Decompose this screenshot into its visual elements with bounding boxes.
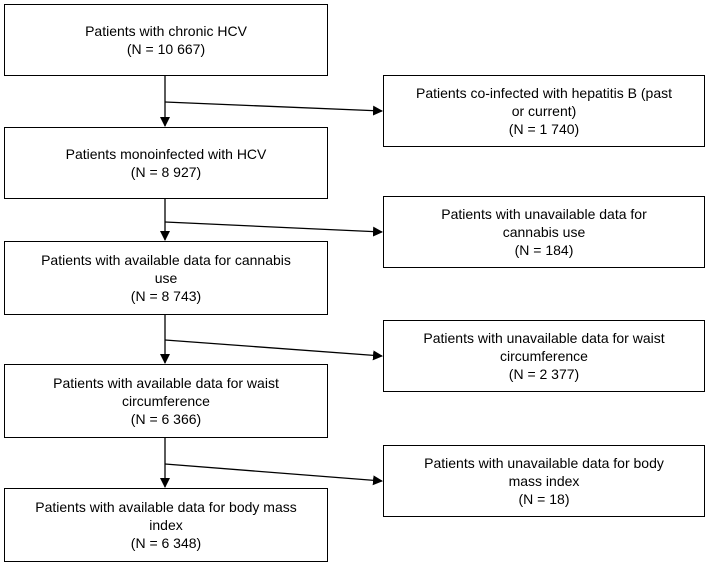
box-line: Patients with unavailable data for	[441, 206, 647, 222]
box-count: (N = 10 667)	[126, 41, 206, 57]
box-line: Patients with unavailable data for body	[424, 455, 664, 471]
box-available-cannabis: Patients with available data for cannabi…	[4, 241, 328, 315]
box-line: Patients with chronic HCV	[85, 23, 247, 39]
box-line: Patients with unavailable data for waist	[423, 330, 665, 346]
box-excluded-bmi: Patients with unavailable data for body …	[383, 445, 705, 517]
box-chronic-hcv: Patients with chronic HCV (N = 10 667)	[4, 4, 328, 76]
box-line: index	[149, 517, 183, 533]
arrow-exclusion-4	[164, 463, 383, 486]
box-count: (N = 8 927)	[130, 164, 202, 180]
arrow-exclusion-1	[164, 101, 383, 116]
box-count: (N = 6 348)	[130, 535, 202, 551]
box-count: (N = 18)	[518, 491, 570, 507]
box-count: (N = 184)	[514, 242, 574, 258]
box-count: (N = 8 743)	[130, 288, 202, 304]
box-count: (N = 2 377)	[508, 366, 580, 382]
box-line: Patients with available data for body ma…	[35, 499, 297, 515]
arrow-exclusion-3	[164, 339, 383, 361]
box-available-waist: Patients with available data for waist c…	[4, 364, 328, 438]
box-line: cannabis use	[502, 224, 586, 240]
box-excluded-waist: Patients with unavailable data for waist…	[383, 320, 705, 392]
box-excluded-cannabis: Patients with unavailable data for canna…	[383, 196, 705, 268]
box-count: (N = 6 366)	[130, 411, 202, 427]
box-monoinfected-hcv: Patients monoinfected with HCV (N = 8 92…	[4, 127, 328, 199]
box-available-bmi: Patients with available data for body ma…	[4, 488, 328, 562]
box-line: Patients with available data for cannabi…	[41, 252, 291, 268]
arrow-exclusion-2	[164, 221, 383, 237]
box-line: Patients monoinfected with HCV	[65, 146, 267, 162]
box-line: Patients with available data for waist	[53, 375, 279, 391]
box-line: use	[154, 270, 178, 286]
box-line: circumference	[122, 393, 210, 409]
box-line: mass index	[508, 473, 580, 489]
box-line: Patients co-infected with hepatitis B (p…	[415, 85, 673, 101]
box-count: (N = 1 740)	[508, 121, 580, 137]
box-line: or current)	[511, 103, 577, 119]
box-excluded-hepatitis-b: Patients co-infected with hepatitis B (p…	[383, 75, 705, 147]
box-line: circumference	[500, 348, 588, 364]
